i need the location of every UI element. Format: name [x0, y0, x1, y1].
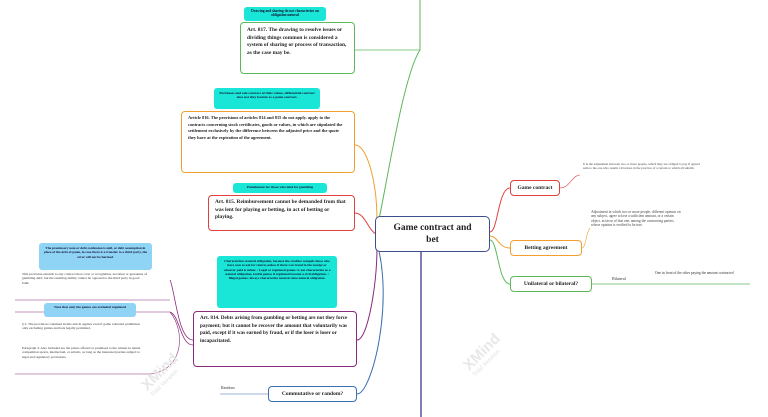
note-paragraph-2: § 2. The provision contained in this art… [22, 322, 141, 331]
note-bilateral: One in front of the other paying the amo… [655, 271, 734, 275]
label-article-816: Purchases and sale contract of titles va… [214, 88, 320, 109]
label-random: Random [221, 385, 235, 390]
topic-betting-agreement[interactable]: Betting agreement [510, 240, 582, 256]
central-topic[interactable]: Game contract and bet [375, 216, 490, 252]
topic-art-815[interactable]: Art. 815. Reimbursement cannot be demand… [208, 195, 355, 231]
central-topic-title: Game contract and bet [393, 223, 472, 245]
topic-game-contract[interactable]: Game contract [510, 180, 560, 196]
label-promissory-note: The promissory note or debt confession i… [39, 243, 152, 270]
topic-article-816[interactable]: Article 816. The provisions of articles … [181, 111, 355, 173]
label-regulated-games: Note that only the games are excluded re… [44, 303, 136, 317]
label-bilateral: Bilateral [612, 276, 626, 281]
note-nullity: This provision extends to any contract t… [22, 272, 147, 285]
topic-unilateral-bilateral[interactable]: Unilateral or bilateral? [510, 276, 592, 292]
note-game-contract: It is the adjustment between two or more… [583, 162, 700, 171]
note-betting-agreement: Adjustment in which two or more people, … [591, 210, 681, 228]
topic-art-814[interactable]: Art. 814. Debts arising from gambling or… [193, 311, 357, 367]
topic-art-817[interactable]: Art. 817. The drawing to resolve issues … [240, 22, 355, 74]
label-art-817: Drawing and sharing do not characterize … [244, 7, 326, 21]
label-art-815: Punishment for those who lend for gambli… [233, 183, 327, 193]
note-paragraph-3: Paragraph 3. Also included are the prize… [22, 346, 141, 359]
label-art-814: Characterizes natural obligation, becaus… [217, 256, 337, 308]
topic-commutative-random[interactable]: Commutative or random? [268, 386, 357, 402]
